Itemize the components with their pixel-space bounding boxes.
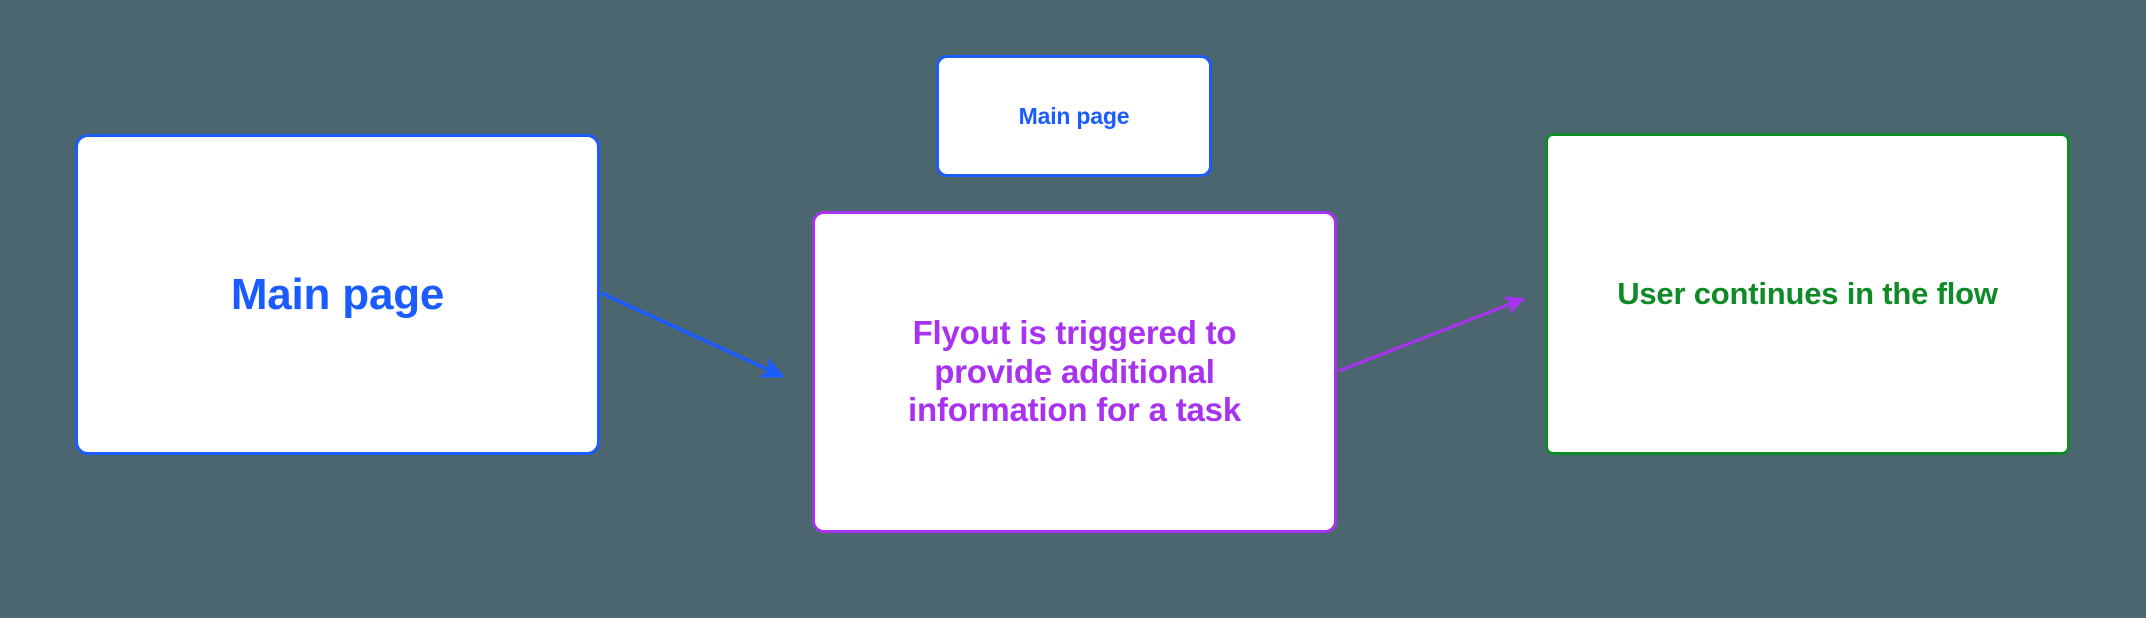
node-main-page-small-label: Main page [1018, 102, 1130, 129]
node-main-page-large[interactable]: Main page [75, 134, 600, 455]
node-user-continues[interactable]: User continues in the flow [1545, 133, 2070, 455]
connector-flyout-to-user-continues [1338, 296, 1526, 373]
node-user-continues-label: User continues in the flow [1617, 276, 1998, 312]
node-flyout[interactable]: Flyout is triggered to provide additiona… [812, 211, 1337, 533]
connector-main-page-to-flyout [600, 291, 785, 378]
node-main-page-small[interactable]: Main page [936, 55, 1212, 177]
node-flyout-label: Flyout is triggered to provide additiona… [908, 314, 1241, 429]
node-main-page-large-label: Main page [230, 269, 445, 319]
